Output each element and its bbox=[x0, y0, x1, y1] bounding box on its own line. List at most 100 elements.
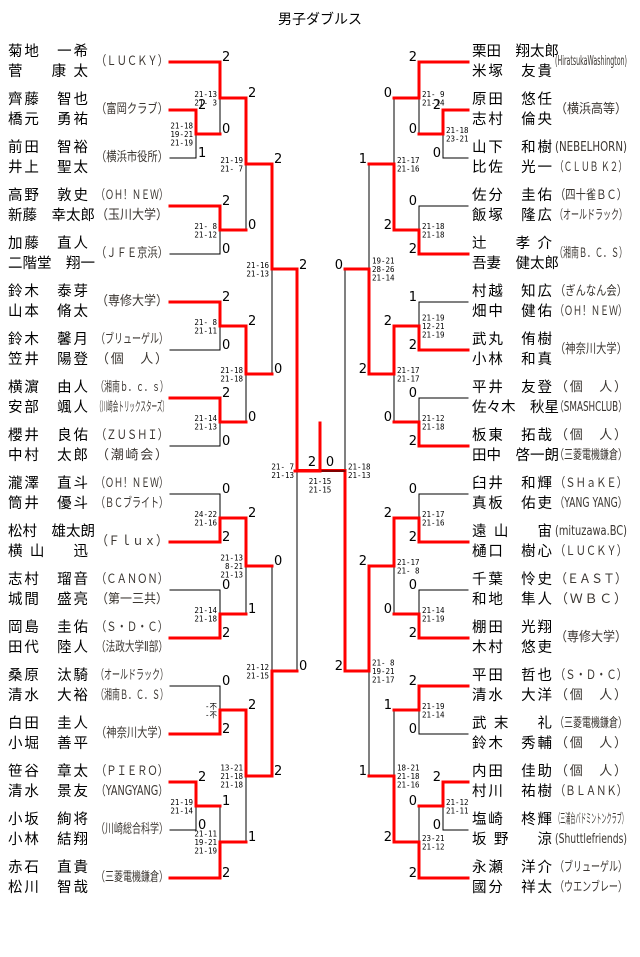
club-names: （ブリューゲル）（ウエンブレー） bbox=[555, 858, 627, 898]
player-name: 臼井 和輝 bbox=[472, 476, 552, 492]
club-name: （YANGYANG） bbox=[96, 784, 168, 799]
player-name: 武末 礼 bbox=[472, 716, 552, 732]
game-score: 21-12 bbox=[194, 230, 217, 239]
match-score: 0 bbox=[335, 258, 343, 273]
player-names: 加藤 直人二階堂 翔一 bbox=[8, 234, 95, 274]
player-name: 佐々木 秋星 bbox=[472, 400, 559, 416]
club-name: （個 人） bbox=[555, 688, 627, 703]
player-names: 桑原 汰騎清水 大裕 bbox=[8, 666, 88, 706]
final-game-score: 21-15 bbox=[309, 486, 332, 495]
player-name: 棚田 光翔 bbox=[472, 620, 552, 636]
game-score: 21-16 bbox=[397, 164, 420, 173]
match-score: 1 bbox=[248, 830, 256, 845]
player-name: 原田 悠任 bbox=[472, 92, 552, 108]
match-score: 0 bbox=[409, 194, 417, 209]
final-score: 0 bbox=[326, 455, 334, 470]
club-name: （横浜高等） bbox=[555, 102, 627, 117]
club-names: （富岡クラブ） bbox=[96, 90, 168, 130]
match-score: 1 bbox=[222, 794, 230, 809]
match-score: 2 bbox=[409, 338, 417, 353]
club-name: （ＯＨ！ＮＥＷ） bbox=[96, 476, 168, 491]
player-names: 前田 智裕井上 聖太 bbox=[8, 138, 88, 178]
game-score: 21-19 bbox=[220, 156, 243, 165]
club-name: （ＢＬＡＮＫ） bbox=[555, 784, 627, 799]
player-name: 吾妻 健太郎 bbox=[472, 256, 559, 272]
club-names: （神奈川大学） bbox=[555, 330, 627, 370]
club-name: （ＪＦＥ京浜） bbox=[96, 246, 168, 261]
club-names: （個 人）（三菱電機鎌倉） bbox=[555, 426, 627, 466]
game-score: 21-12 bbox=[446, 798, 469, 807]
club-name: （第一三共） bbox=[96, 592, 168, 607]
game-score: 21-14 bbox=[170, 806, 193, 815]
player-names: 小坂 絢将小林 結翔 bbox=[8, 810, 88, 850]
player-names: 櫻井 良佑中村 太郎 bbox=[8, 426, 88, 466]
club-name: （ＺＵＳＨＩ） bbox=[96, 428, 168, 443]
game-score: 21-19 bbox=[194, 847, 217, 856]
player-name: 坂野 涼 bbox=[472, 832, 552, 848]
club-name: （湘南Ｂ．Ｃ．Ｓ） bbox=[555, 246, 627, 261]
match-score: 2 bbox=[299, 258, 307, 273]
club-names: （川崎総合科学） bbox=[96, 810, 168, 850]
club-names: （専修大学） bbox=[96, 282, 168, 322]
match-score: 0 bbox=[248, 218, 256, 233]
game-score: 21-18 bbox=[194, 614, 217, 623]
match-score: 2 bbox=[222, 530, 230, 545]
club-name: （横浜市役所） bbox=[96, 150, 168, 165]
match-score: 2 bbox=[384, 506, 392, 521]
player-name: 比佐 光一 bbox=[472, 160, 552, 176]
club-names: （Ｓ・Ｄ・Ｃ）（法政大学Ⅱ部） bbox=[96, 618, 168, 658]
player-name: 國分 祥太 bbox=[472, 880, 552, 896]
game-score: 21-17 bbox=[422, 510, 445, 519]
club-names: （ＣＡＮＯＮ）（第一三共） bbox=[96, 570, 168, 610]
match-score: 0 bbox=[248, 410, 256, 425]
match-score: 0 bbox=[222, 434, 230, 449]
match-score: 2 bbox=[384, 314, 392, 329]
player-name: 遠山 宙 bbox=[472, 524, 552, 540]
player-names: 鈴木 馨月笠井 陽登 bbox=[8, 330, 88, 370]
game-score: 21-13 bbox=[194, 422, 217, 431]
club-names: (HiratsukaWashington) bbox=[555, 42, 627, 82]
match-score: 0 bbox=[222, 674, 230, 689]
club-names: （ＳＨａＫＥ）（YANG YANG） bbox=[555, 474, 627, 514]
player-name: 中村 太郎 bbox=[8, 448, 88, 464]
match-score: 0 bbox=[222, 338, 230, 353]
player-names: 平田 哲也清水 大洋 bbox=[472, 666, 552, 706]
player-names: 辻 孝介吾妻 健太郎 bbox=[472, 234, 559, 274]
club-name: (mituzawa.BC) bbox=[555, 524, 627, 539]
player-names: 村越 知広畑中 健佑 bbox=[472, 282, 552, 322]
club-name: （オールドラック） bbox=[555, 208, 627, 223]
match-score: 2 bbox=[409, 674, 417, 689]
player-name: 安部 颯人 bbox=[8, 400, 88, 416]
player-names: 原田 悠任志村 倫央 bbox=[472, 90, 552, 130]
club-name: (NEBELHORN) bbox=[555, 140, 627, 155]
club-name: （ＬＵＣＫＹ） bbox=[555, 544, 627, 559]
game-score: 19-21 bbox=[170, 130, 193, 139]
club-names: （神奈川大学） bbox=[96, 714, 168, 754]
player-name: 櫻井 良佑 bbox=[8, 428, 88, 444]
player-names: 佐分 圭佑飯塚 隆広 bbox=[472, 186, 552, 226]
game-score: 21-14 bbox=[422, 710, 445, 719]
player-name: 桑原 汰騎 bbox=[8, 668, 88, 684]
match-score: 2 bbox=[248, 314, 256, 329]
club-names: (mituzawa.BC) （ＬＵＣＫＹ） bbox=[555, 522, 627, 562]
player-name: 瀧澤 直斗 bbox=[8, 476, 88, 492]
player-name: 山下 和樹 bbox=[472, 140, 552, 156]
game-score: 21- 8 bbox=[397, 566, 420, 575]
club-name: （ウエンブレー） bbox=[555, 880, 627, 895]
club-name: （ＷＢＣ） bbox=[555, 592, 627, 607]
game-score: 21- 9 bbox=[422, 90, 445, 99]
match-score: 2 bbox=[409, 50, 417, 65]
player-name: 橋元 勇祐 bbox=[8, 112, 88, 128]
game-score: 21-18 bbox=[422, 230, 445, 239]
game-score: 21-14 bbox=[194, 606, 217, 615]
game-score: 21- 3 bbox=[194, 98, 217, 107]
club-name: （SMASHCLUB） bbox=[555, 400, 627, 415]
player-names: 菊地 一希菅 康太 bbox=[8, 42, 88, 82]
club-name: （ＣＬＵＢ Ｋ２） bbox=[555, 160, 627, 175]
player-name: 内田 佳助 bbox=[472, 764, 552, 780]
match-score: 1 bbox=[359, 764, 367, 779]
club-names: （Ｆｌｕｘ） bbox=[96, 522, 168, 562]
match-score: 2 bbox=[409, 434, 417, 449]
player-name: 高野 敦史 bbox=[8, 188, 88, 204]
match-score: 2 bbox=[409, 866, 417, 881]
